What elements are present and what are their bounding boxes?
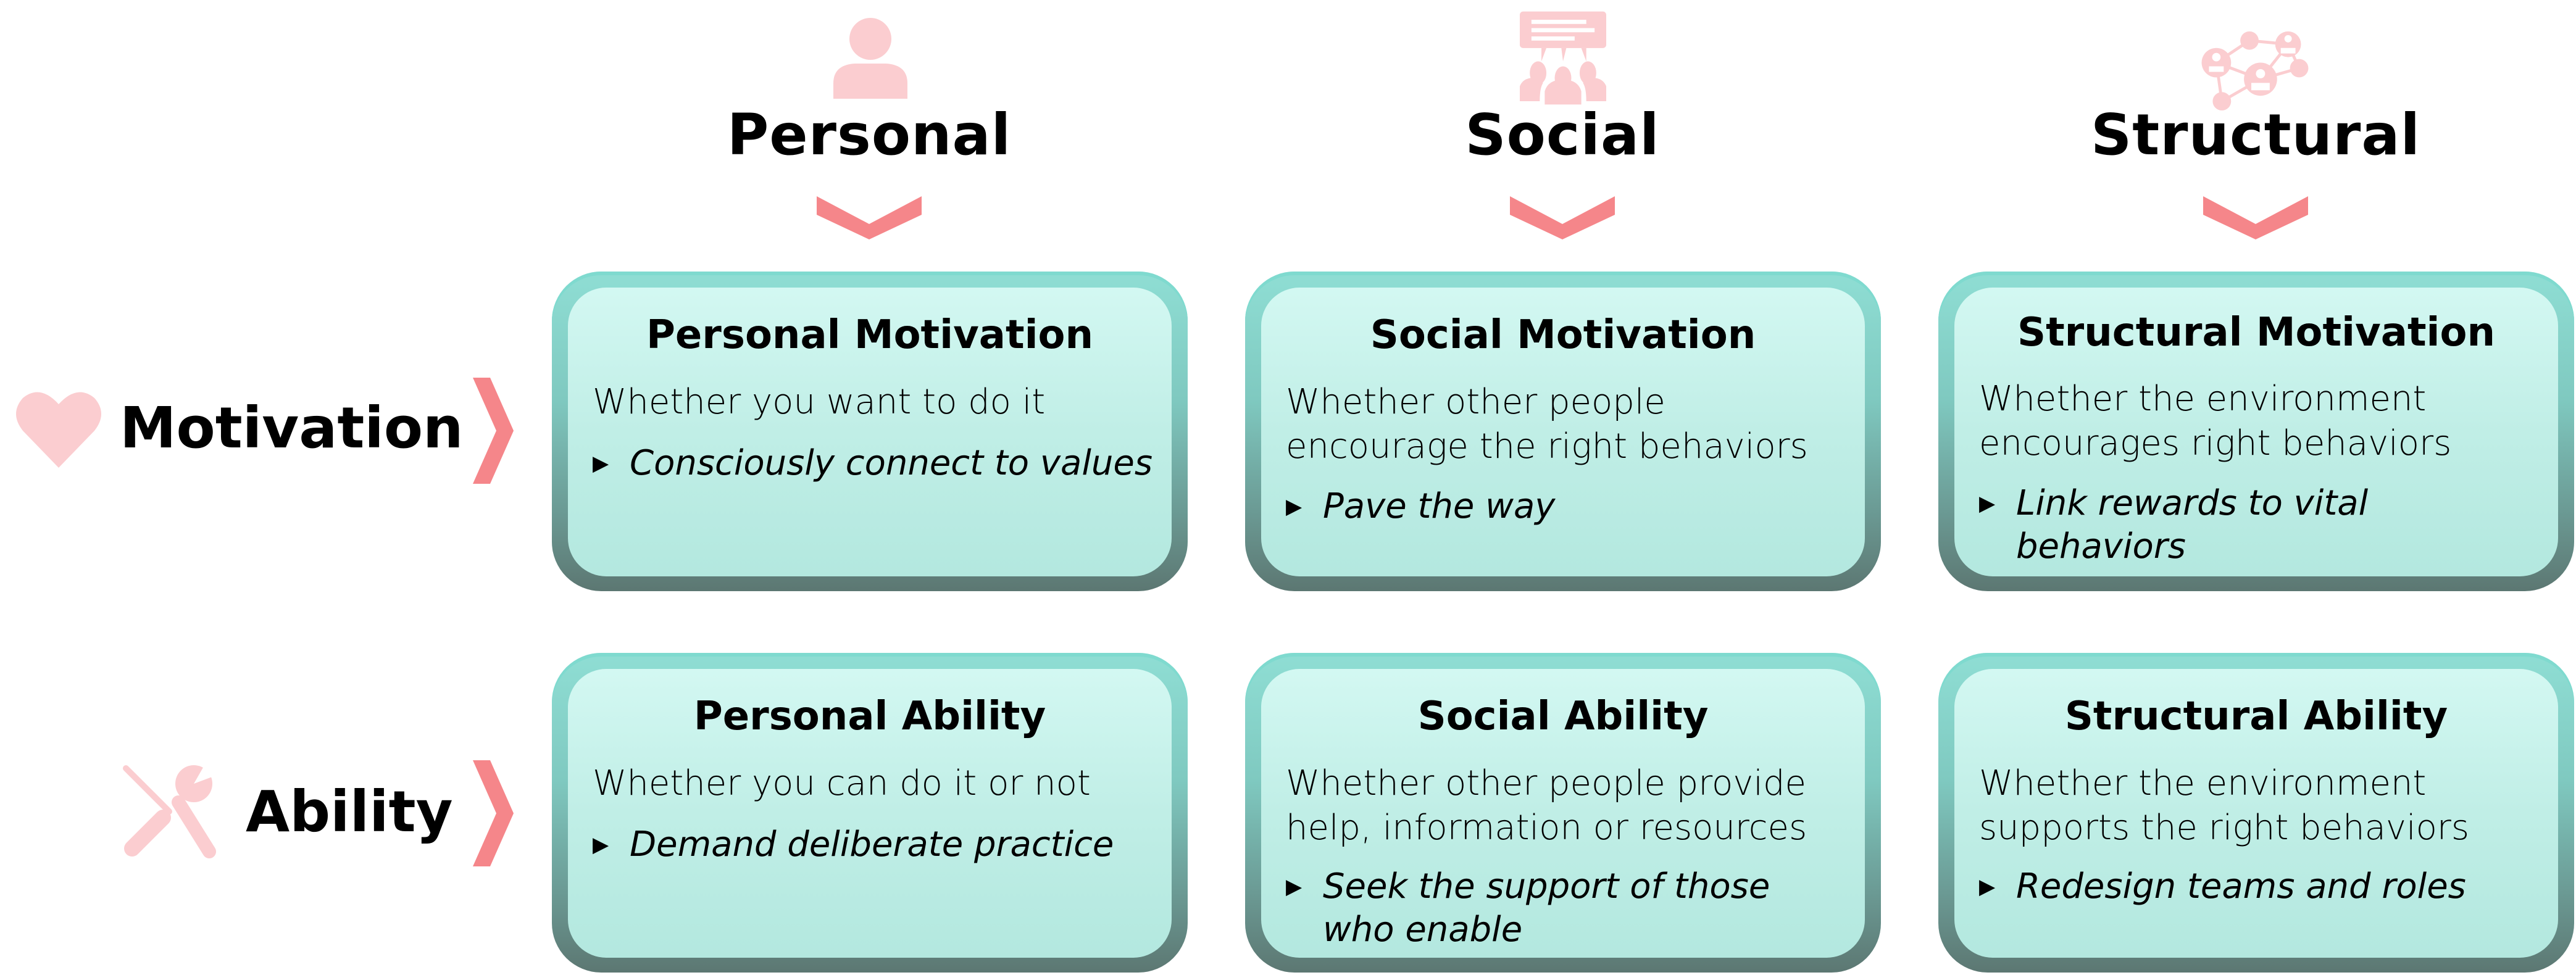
chevron-down-icon (2203, 196, 2308, 239)
cell-social-ability: Social Ability Whether other people prov… (1245, 653, 1881, 973)
cell-description: Whether you want to do it (593, 382, 1046, 422)
tools-icon (123, 762, 219, 858)
bullet-icon: ▶ (593, 832, 609, 857)
cell-action: ▶Pave the way (1286, 485, 1846, 528)
cell-action: ▶Link rewards to vital behaviors (1979, 483, 2369, 566)
chevron-down-icon (817, 196, 922, 239)
cell-action: ▶Consciously connect to values (593, 442, 1153, 485)
bullet-icon: ▶ (1979, 874, 1996, 899)
bullet-icon: ▶ (593, 451, 609, 476)
row-label-ability: Ability (246, 779, 453, 845)
column-heading-structural: Structural (2090, 102, 2421, 168)
chevron-down-icon (1510, 196, 1615, 239)
cell-title: Social Motivation (1370, 312, 1756, 358)
column-heading-personal: Personal (727, 102, 1012, 168)
cell-description: Whether you can do it or not (593, 763, 1091, 803)
group-speech-icon (1520, 11, 1606, 105)
network-icon (2201, 31, 2309, 111)
bullet-icon: ▶ (1286, 874, 1303, 899)
bullet-icon: ▶ (1979, 491, 1996, 516)
cell-title: Social Ability (1417, 694, 1709, 739)
bullet-icon: ▶ (1286, 494, 1303, 519)
cell-title: Structural Motivation (2017, 310, 2496, 355)
cell-description: Whether the environment encourages right… (1979, 379, 2452, 463)
cell-social-motivation: Social Motivation Whether other people e… (1245, 272, 1881, 591)
cell-description: Whether other people encourage the right… (1286, 382, 1808, 467)
cell-title: Structural Ability (2064, 694, 2448, 739)
heart-icon (16, 392, 101, 468)
cell-description: Whether other people provide help, infor… (1286, 763, 1807, 848)
cell-title: Personal Ability (693, 694, 1046, 739)
cell-action: ▶Redesign teams and roles (1979, 865, 2540, 908)
column-heading-social: Social (1465, 102, 1660, 168)
cell-structural-motivation: Structural Motivation Whether the enviro… (1938, 272, 2574, 591)
cell-personal-motivation: Personal Motivation Whether you want to … (552, 272, 1188, 591)
cell-action: ▶Seek the support of those who enable (1286, 866, 1770, 950)
chevron-right-icon (473, 378, 514, 484)
chevron-right-icon (473, 760, 514, 866)
cell-description: Whether the environment supports the rig… (1979, 763, 2470, 848)
row-label-motivation: Motivation (120, 395, 464, 461)
cell-structural-ability: Structural Ability Whether the environme… (1938, 653, 2574, 973)
person-icon (833, 18, 907, 99)
cell-personal-ability: Personal Ability Whether you can do it o… (552, 653, 1188, 973)
cell-action: ▶Demand deliberate practice (593, 823, 1153, 866)
cell-title: Personal Motivation (646, 312, 1094, 358)
